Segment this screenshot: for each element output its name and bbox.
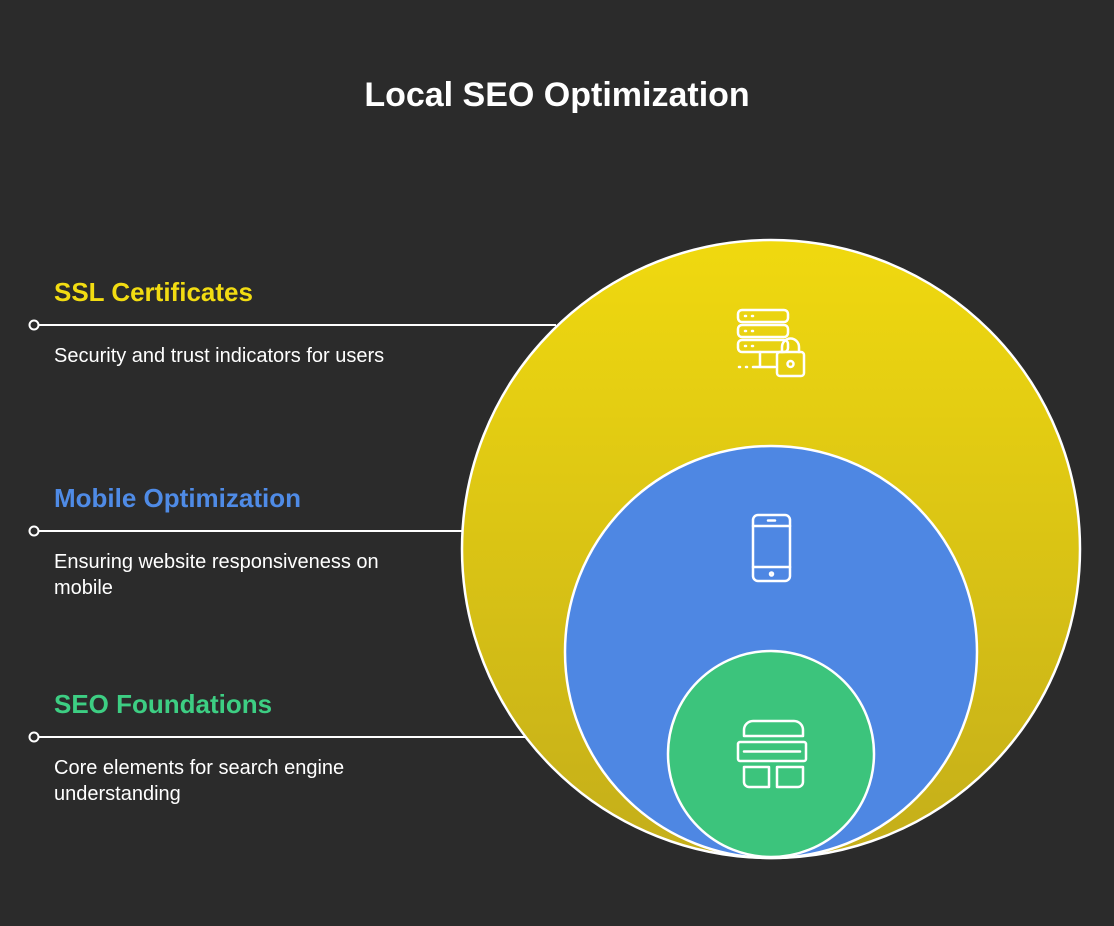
connector-dot-ssl <box>28 319 40 331</box>
foundations-circle <box>666 649 876 859</box>
mobile-optimization-title: Mobile Optimization <box>54 483 301 513</box>
ssl-certificates-title: SSL Certificates <box>54 277 253 307</box>
page-title: Local SEO Optimization <box>364 76 750 114</box>
layout-blocks-icon <box>736 719 808 789</box>
seo-foundations-description: Core elements for search engine understa… <box>54 757 345 805</box>
ssl-certificates-description: Security and trust indicators for users <box>54 345 385 367</box>
connector-dot-mobile <box>28 525 40 537</box>
seo-foundations-title: SEO Foundations <box>54 689 273 719</box>
server-lock-icon <box>736 308 806 378</box>
connector-dot-foundations <box>28 731 40 743</box>
mobile-optimization-description: Ensuring website responsiveness on mobil… <box>54 551 379 599</box>
smartphone-icon <box>751 513 792 583</box>
